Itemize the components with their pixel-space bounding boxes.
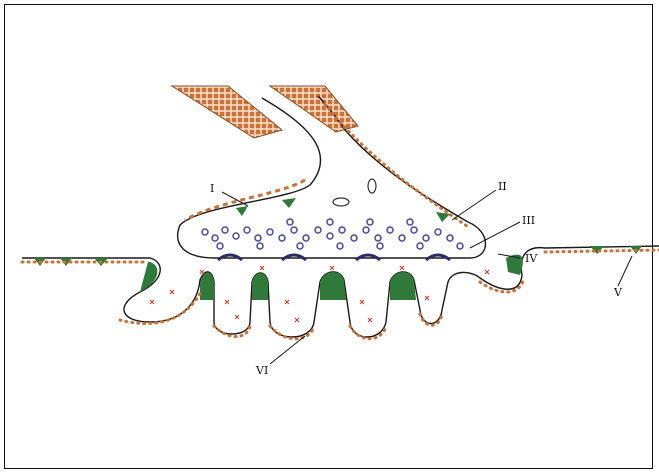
label-IV: IV xyxy=(525,252,538,265)
schwann-cell-mark xyxy=(282,198,296,208)
synaptic-vesicles xyxy=(202,219,463,249)
label-VI: VI xyxy=(255,364,268,377)
schwann-cell-mark xyxy=(436,212,450,222)
schwann-cell-mark xyxy=(236,206,248,216)
label-II: II xyxy=(498,180,507,193)
label-V: V xyxy=(613,286,623,299)
label-III: III xyxy=(522,214,535,227)
mitochondrion xyxy=(333,198,349,206)
leader-lines xyxy=(222,190,632,364)
mitochondrion xyxy=(368,179,376,193)
myelin-sheath-right xyxy=(270,86,358,132)
junctional-fold-marks xyxy=(34,246,642,300)
label-I: I xyxy=(210,182,214,195)
myelin-sheath-left xyxy=(172,86,282,138)
